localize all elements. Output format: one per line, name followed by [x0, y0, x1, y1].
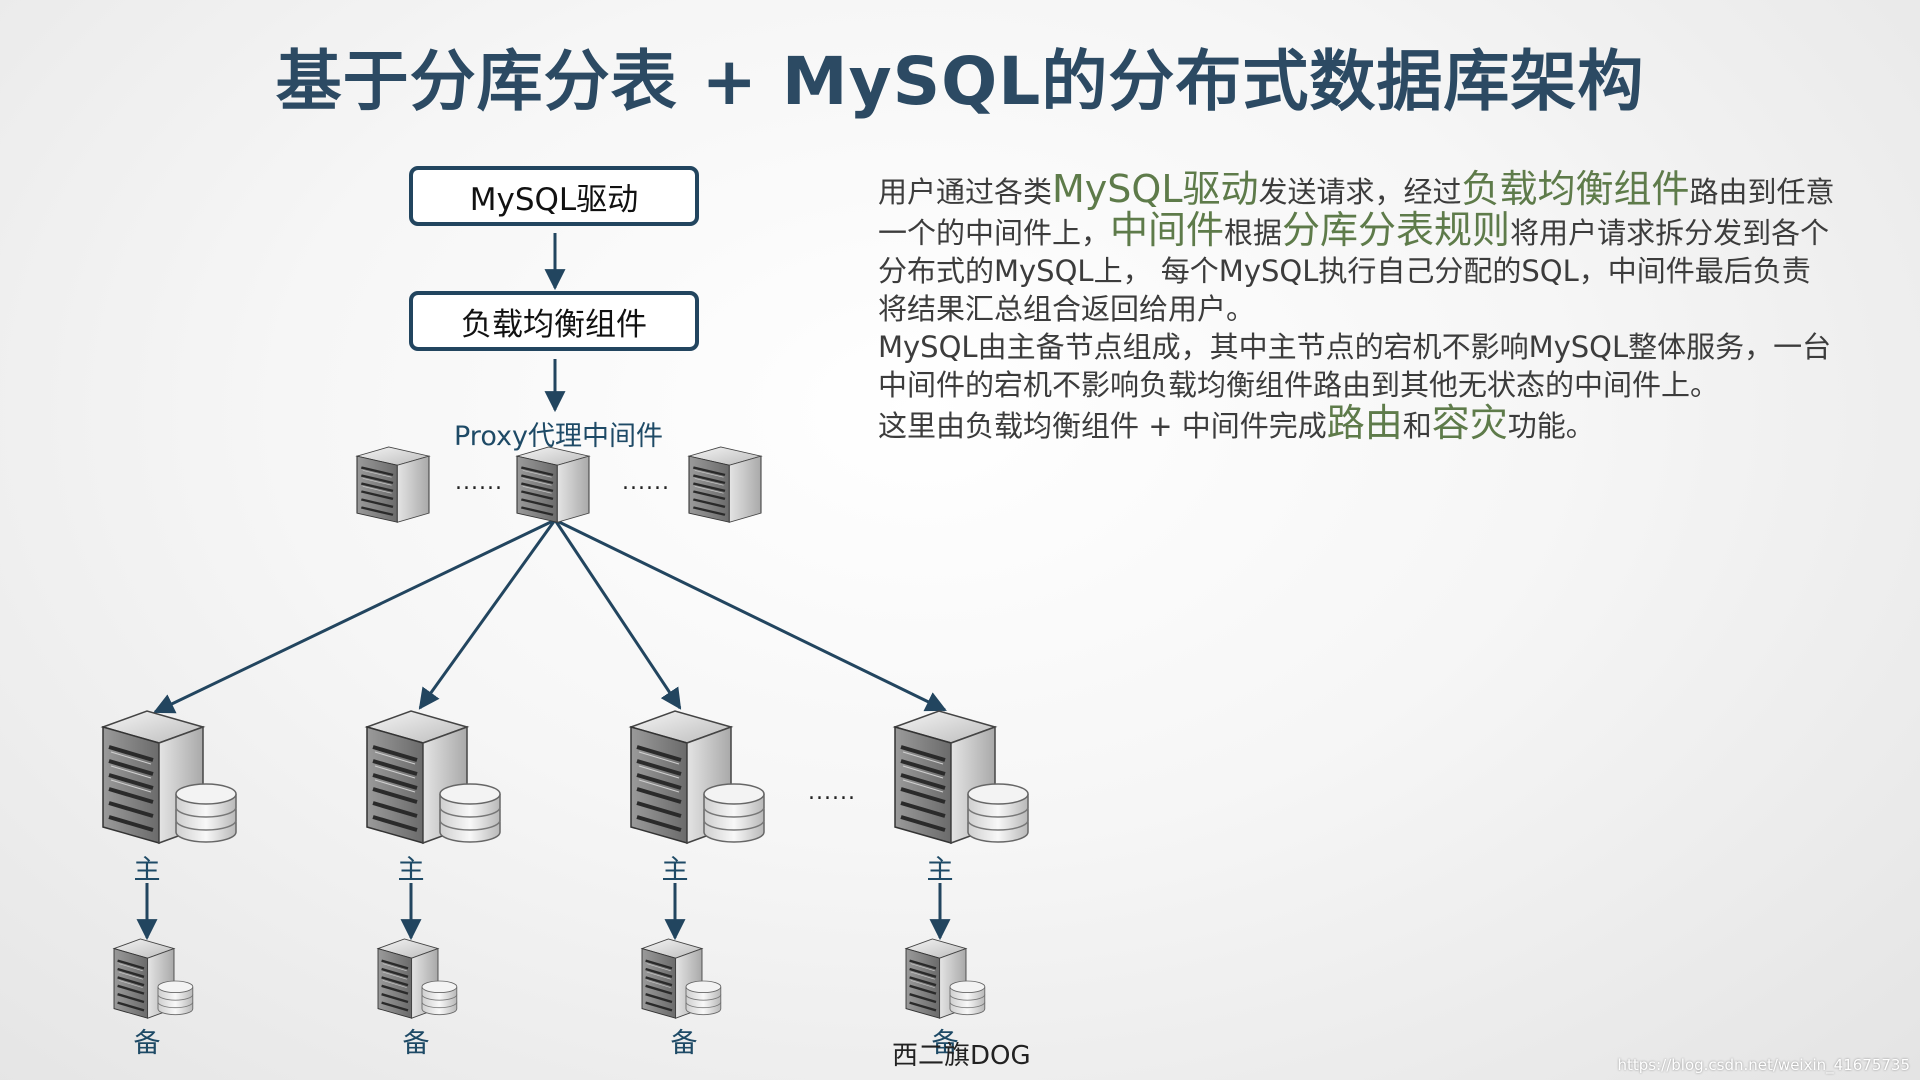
desc-text: 路由到任意一个的中间件上， [878, 175, 1835, 250]
desc-text: 用户通过各类 [878, 175, 1053, 209]
arrow-proxy-to-master-4 [554, 518, 947, 712]
desc-highlight: 容灾 [1431, 401, 1508, 445]
master-label-1: 主 [133, 855, 161, 886]
desc-text: 根据 [1224, 216, 1283, 250]
backup-database-icon-3 [685, 980, 722, 1016]
backup-label-1: 备 [133, 1028, 161, 1059]
desc-text: 将用户请求拆分发到各个分布式的MySQL上， 每个MySQL执行自己分配的SQL… [878, 216, 1830, 326]
description-text: 用户通过各类MySQL驱动发送请求，经过负载均衡组件路由到任意一个的中间件上，中… [878, 170, 1838, 445]
master-label-4: 主 [926, 855, 954, 886]
desc-text: 功能。 [1507, 409, 1595, 443]
source-url-watermark: https://blog.csdn.net/weixin_41675735 [1617, 1056, 1910, 1074]
desc-text: 发送请求，经过 [1258, 175, 1462, 209]
load-balancer-box: 负载均衡组件 [409, 291, 699, 351]
master-label-3: 主 [661, 855, 689, 886]
master-label-2: 主 [397, 855, 425, 886]
arrow-proxy-to-master-2 [418, 519, 557, 710]
master-database-icon-3 [703, 783, 765, 843]
proxy-ellipsis-left: ...... [455, 470, 503, 495]
master-database-icon-1 [175, 783, 237, 843]
page-title: 基于分库分表 + MySQL的分布式数据库架构 [275, 43, 1645, 120]
desc-highlight: 中间件 [1110, 208, 1225, 252]
backup-database-icon-1 [157, 980, 194, 1016]
desc-highlight: MySQL驱动 [1052, 167, 1259, 211]
master-database-icon-2 [439, 783, 501, 843]
desc-highlight: 负载均衡组件 [1461, 167, 1690, 211]
desc-text: 这里由负载均衡组件 + 中间件完成 [878, 409, 1327, 443]
backup-database-icon-2 [421, 980, 458, 1016]
master-database-icon-4 [967, 783, 1029, 843]
proxy-label: Proxy代理中间件 [454, 421, 663, 452]
description-paragraph-2: MySQL由主备节点组成，其中主节点的宕机不影响MySQL整体服务，一台中间件的… [878, 330, 1832, 402]
backup-label-2: 备 [402, 1028, 430, 1059]
author-watermark: 西二旗DOG [892, 1041, 1031, 1071]
arrow-proxy-to-master-1 [153, 518, 556, 714]
description-paragraph-3: 这里由负载均衡组件 + 中间件完成路由和容灾功能。 [878, 404, 1838, 445]
master-ellipsis: ...... [808, 780, 856, 805]
desc-highlight: 分库分表规则 [1282, 208, 1511, 252]
proxy-server-icon-2 [515, 445, 591, 524]
backup-label-3: 备 [670, 1028, 698, 1059]
desc-text: 和 [1402, 409, 1432, 443]
mysql-driver-box: MySQL驱动 [409, 166, 699, 226]
proxy-server-icon-3 [687, 445, 763, 524]
backup-label-4: 备 [931, 1028, 959, 1059]
proxy-ellipsis-right: ...... [622, 470, 670, 495]
arrow-proxy-to-master-3 [553, 519, 682, 710]
backup-database-icon-4 [949, 980, 986, 1016]
proxy-server-icon-1 [355, 445, 431, 524]
desc-highlight: 路由 [1326, 401, 1403, 445]
description-paragraph-1: 用户通过各类MySQL驱动发送请求，经过负载均衡组件路由到任意一个的中间件上，中… [878, 170, 1838, 328]
